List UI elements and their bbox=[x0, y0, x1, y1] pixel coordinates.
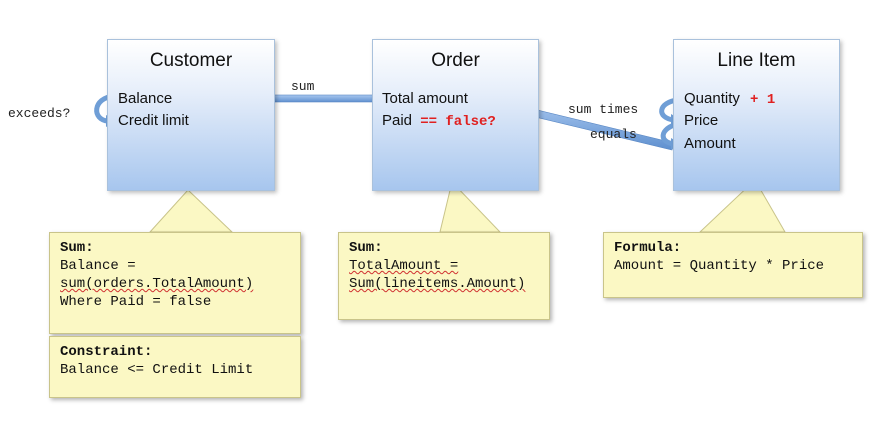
line-item-quantity-increment: + 1 bbox=[750, 92, 776, 108]
line-item-formula-note-heading: Formula: bbox=[614, 240, 682, 256]
customer-constraint-note-heading: Constraint: bbox=[60, 344, 153, 360]
customer-sum-note-heading: Sum: bbox=[60, 240, 94, 256]
customer-sum-note-line: Where Paid = false bbox=[60, 294, 212, 310]
order-sum-note-line: TotalAmount = bbox=[349, 258, 459, 274]
order-title: Order bbox=[431, 50, 480, 71]
customer-title: Customer bbox=[149, 50, 233, 71]
equals-label: equals bbox=[590, 127, 637, 142]
line-item-amount-attr: Amount bbox=[684, 135, 736, 152]
order-paid-label: Paid bbox=[382, 112, 413, 129]
order-entity[interactable]: Order bbox=[372, 39, 539, 191]
line-item-quantity-label: Quantity bbox=[684, 90, 740, 107]
customer-sum-note-line: Balance = bbox=[60, 258, 136, 274]
line-item-formula-note-line: Amount = Quantity * Price bbox=[614, 258, 825, 274]
line-item-formula-note: Formula: Amount = Quantity * Price bbox=[603, 232, 863, 298]
sum-times-label: sum times bbox=[568, 102, 639, 117]
customer-note-tail bbox=[148, 189, 234, 233]
customer-constraint-note: Constraint: Balance <= Credit Limit bbox=[49, 336, 301, 398]
order-paid-condition: == false? bbox=[420, 114, 496, 130]
customer-sum-note-line: sum(orders.TotalAmount) bbox=[60, 276, 254, 292]
order-paid-attr: Paid == false? bbox=[382, 112, 496, 130]
customer-credit-limit-attr: Credit limit bbox=[118, 112, 189, 129]
line-item-price-attr: Price bbox=[684, 112, 719, 129]
line-item-quantity-attr: Quantity + 1 bbox=[684, 90, 775, 108]
customer-sum-note: Sum: Balance = sum(orders.TotalAmount) W… bbox=[49, 232, 301, 334]
customer-balance-attr: Balance bbox=[118, 90, 173, 107]
order-sum-note: Sum: TotalAmount = Sum(lineitems.Amount) bbox=[338, 232, 550, 320]
customer-constraint-note-line: Balance <= Credit Limit bbox=[60, 362, 254, 378]
order-sum-note-line: Sum(lineitems.Amount) bbox=[349, 276, 526, 292]
order-total-amount-attr: Total amount bbox=[382, 90, 468, 107]
exceeds-label: exceeds? bbox=[8, 106, 71, 121]
line-item-title: Line Item bbox=[717, 50, 796, 71]
line-item-entity[interactable]: Line Item bbox=[673, 39, 840, 191]
customer-entity[interactable]: Customer bbox=[107, 39, 275, 191]
order-sum-note-heading: Sum: bbox=[349, 240, 383, 256]
sum-label: sum bbox=[291, 79, 315, 94]
